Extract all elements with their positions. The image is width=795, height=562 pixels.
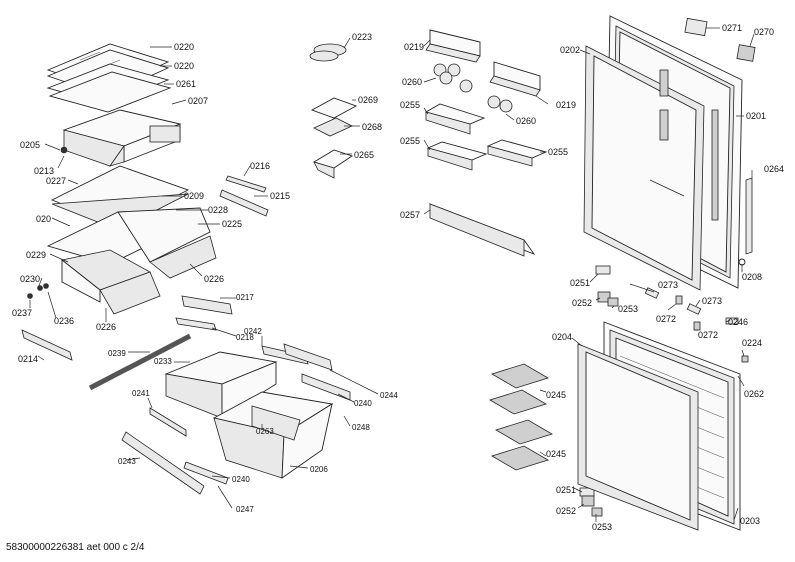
part-label: 0273 bbox=[658, 280, 678, 290]
part-label: 0263 bbox=[256, 427, 274, 436]
lower-freezer-drawers bbox=[164, 351, 334, 479]
part-label: 0265 bbox=[354, 150, 374, 160]
part-label: 0224 bbox=[742, 338, 762, 348]
part-label: 0264 bbox=[764, 164, 784, 174]
part-label: 0205 bbox=[20, 140, 40, 150]
part-label: 0246 bbox=[728, 317, 748, 327]
part-label: 0203 bbox=[740, 516, 760, 526]
part-label: 0237 bbox=[12, 308, 32, 318]
part-label: 0270 bbox=[754, 27, 774, 37]
part-label: 0243 bbox=[118, 457, 136, 466]
document-id-footer: 58300000226381 aet 000 c 2/4 bbox=[6, 542, 145, 553]
rails-and-slides bbox=[21, 175, 351, 495]
part-label: 0251 bbox=[556, 485, 576, 495]
part-label: 0201 bbox=[746, 111, 766, 121]
glass-shelves bbox=[46, 43, 172, 113]
part-label: 0233 bbox=[154, 357, 172, 366]
part-label: 0217 bbox=[236, 293, 254, 302]
part-label: 0257 bbox=[400, 210, 420, 220]
part-label: 0244 bbox=[380, 391, 398, 400]
part-label: 0260 bbox=[516, 116, 536, 126]
part-label: 0273 bbox=[702, 296, 722, 306]
upper-drawers bbox=[60, 109, 182, 167]
freezer-door bbox=[577, 321, 741, 531]
part-label: 0213 bbox=[34, 166, 54, 176]
part-label: 0229 bbox=[26, 250, 46, 260]
part-label: 0247 bbox=[236, 505, 254, 514]
part-label: 0272 bbox=[656, 314, 676, 324]
hinges-and-clips bbox=[579, 17, 756, 517]
egg-trays-lower bbox=[489, 363, 553, 471]
part-label: 0255 bbox=[400, 136, 420, 146]
part-label: 0227 bbox=[46, 176, 66, 186]
part-label: 0248 bbox=[352, 423, 370, 432]
part-label: 0253 bbox=[618, 304, 638, 314]
part-label: 0261 bbox=[176, 79, 196, 89]
part-label: 0226 bbox=[204, 274, 224, 284]
part-label: 0223 bbox=[352, 32, 372, 42]
part-label: 0252 bbox=[556, 506, 576, 516]
part-label: 0245 bbox=[546, 390, 566, 400]
part-label: 0255 bbox=[548, 147, 568, 157]
part-label: 0215 bbox=[270, 191, 290, 201]
part-label: 0226 bbox=[96, 322, 116, 332]
part-label: 0218 bbox=[236, 333, 254, 342]
crisper-cover-and-box bbox=[27, 165, 217, 315]
part-label: 0219 bbox=[556, 100, 576, 110]
part-label: 0251 bbox=[570, 278, 590, 288]
part-label: 0252 bbox=[572, 298, 592, 308]
part-label: 0209 bbox=[184, 191, 204, 201]
part-labels: 0220 0220 0261 0207 0205 0213 0227 0209 … bbox=[12, 23, 784, 532]
part-label: 0204 bbox=[552, 332, 572, 342]
part-label: 0214 bbox=[18, 354, 38, 364]
part-label: 0230 bbox=[20, 274, 40, 284]
part-label: 0220 bbox=[174, 42, 194, 52]
part-label: 0240 bbox=[354, 399, 372, 408]
part-label: 0271 bbox=[722, 23, 742, 33]
leader-lines bbox=[29, 27, 755, 522]
part-label: 0228 bbox=[208, 205, 228, 215]
part-label: 0225 bbox=[222, 219, 242, 229]
part-label: 020 bbox=[36, 214, 51, 224]
fridge-door bbox=[583, 15, 743, 291]
part-label: 0262 bbox=[744, 389, 764, 399]
part-label: 0236 bbox=[54, 316, 74, 326]
part-label: 0220 bbox=[174, 61, 194, 71]
part-label: 0216 bbox=[250, 161, 270, 171]
part-label: 0260 bbox=[402, 77, 422, 87]
part-label: 0269 bbox=[358, 95, 378, 105]
part-label: 0239 bbox=[108, 349, 126, 358]
part-label: 0241 bbox=[132, 389, 150, 398]
egg-tray-and-ice-parts bbox=[309, 43, 358, 179]
part-label: 0207 bbox=[188, 96, 208, 106]
part-label: 0253 bbox=[592, 522, 612, 532]
part-label: 0268 bbox=[362, 122, 382, 132]
part-label: 0242 bbox=[244, 327, 262, 336]
part-label: 0272 bbox=[698, 330, 718, 340]
part-label: 0240 bbox=[232, 475, 250, 484]
part-label: 0208 bbox=[742, 272, 762, 282]
part-label: 0245 bbox=[546, 449, 566, 459]
part-label: 0219 bbox=[404, 42, 424, 52]
part-label: 0255 bbox=[400, 100, 420, 110]
part-label: 0202 bbox=[560, 45, 580, 55]
part-label: 0206 bbox=[310, 465, 328, 474]
door-balconies bbox=[424, 29, 548, 257]
